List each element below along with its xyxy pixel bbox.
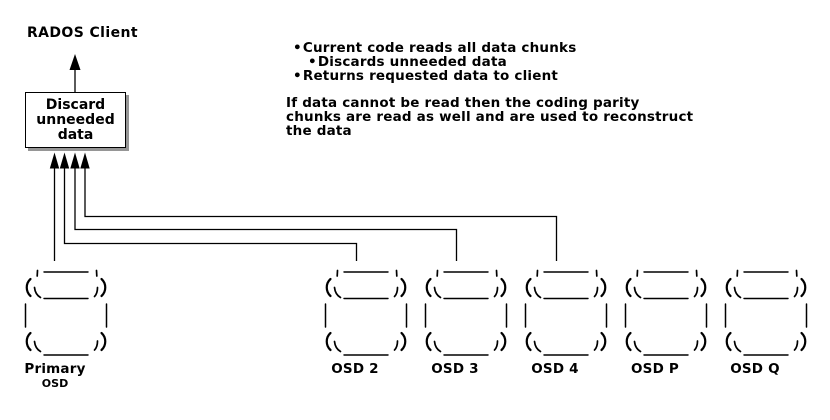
bullet-item: •Current code reads all data chunks [293,41,576,55]
arrowhead-to-client-icon [69,54,81,70]
bullet-icon: • [308,54,317,70]
discard-unneeded-data-box: Discard unneeded data [25,92,126,148]
disk-cylinder-icon [24,269,108,357]
osd-label: OSD P [631,361,679,377]
bullet-text: Discards unneeded data [317,54,507,70]
osd-node-2: OSD 2 [322,267,410,392]
bullet-icon: • [293,68,302,84]
bullet-icon: • [293,40,302,56]
arrow-osd4-line [84,168,558,261]
osd-node-3: OSD 3 [422,267,510,392]
osd-label: OSD 4 [531,361,579,377]
osd-label: Primary [24,361,86,377]
arrow-osd2-line [63,168,358,261]
discard-box-label: Discard unneeded data [36,96,115,143]
disk-cylinder-icon [624,269,708,357]
bullet-text: Current code reads all data chunks [302,40,577,56]
bullet-text: Returns requested data to client [302,68,559,84]
osd-node-4: OSD 4 [522,267,610,392]
osd-node-q: OSD Q [722,267,810,392]
parity-explanation-text: If data cannot be read then the coding p… [286,95,694,139]
osd-label: OSD 3 [431,361,479,377]
notes-bullet-list: •Current code reads all data chunks •Dis… [293,41,576,83]
arrowhead-osd3-icon [70,152,80,169]
disk-cylinder-icon [724,269,808,357]
disk-cylinder-icon [324,269,408,357]
osd-sublabel: OSD [41,377,69,390]
osd-node-p: OSD P [622,267,710,392]
osd-label: OSD Q [730,361,780,377]
arrowhead-primary-icon [49,152,60,169]
disk-cylinder-icon [424,269,508,357]
arrow-osd3-line [74,168,458,261]
arrowhead-osd2-icon [59,152,70,169]
bullet-item: •Discards unneeded data [308,55,576,69]
osd-label: OSD 2 [331,361,379,377]
osd-node-primary: Primary OSD [22,267,110,392]
disk-cylinder-icon [524,269,608,357]
bullet-item: •Returns requested data to client [293,69,576,83]
arrowhead-osd4-icon [80,152,90,169]
rados-client-label: RADOS Client [27,25,138,41]
